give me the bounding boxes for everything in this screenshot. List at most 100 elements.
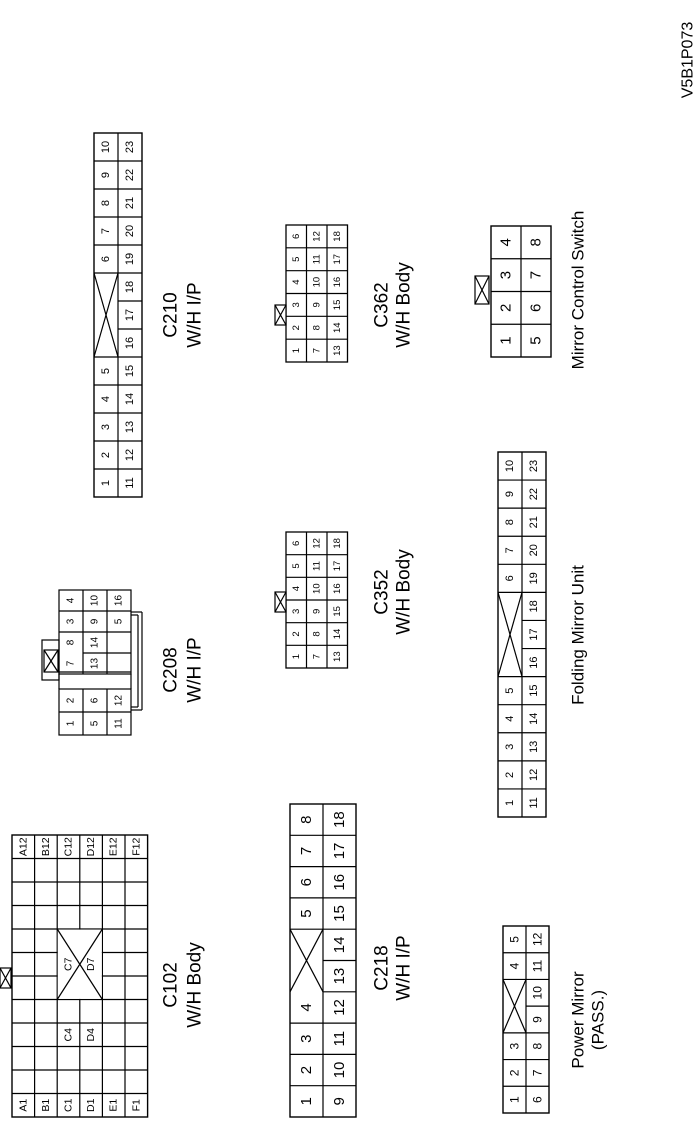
pin-label: 12 [531, 932, 545, 946]
pin-label: 1 [498, 336, 515, 344]
connector-sub-power-mirror: (PASS.) [589, 990, 608, 1050]
pin-label: 1 [298, 1097, 315, 1105]
pin-label: 17 [528, 628, 540, 640]
pin-label: 10 [531, 986, 545, 1000]
pin-label: 1 [504, 800, 516, 806]
pin-label: 4 [498, 238, 515, 246]
pin-label: 3 [291, 609, 302, 614]
pin-label: 14 [90, 637, 101, 649]
pin-label: 11 [331, 1031, 348, 1047]
connector-harness-c362: W/H Body [394, 262, 415, 348]
pin-label: 1 [100, 480, 112, 486]
pin-label: 6 [528, 304, 545, 312]
pin-label: F1 [130, 1099, 142, 1111]
pin-label: 17 [332, 561, 343, 572]
connector-harness-c208: W/H I/P [185, 637, 206, 702]
pin-label: 2 [100, 452, 112, 458]
pin-label: 5 [291, 257, 302, 262]
pin-label: D7 [85, 957, 97, 971]
locking-tab [274, 591, 287, 613]
pin-label: 4 [66, 597, 77, 603]
pin-label: 7 [66, 660, 77, 666]
pin-label: 9 [311, 609, 322, 614]
pin-label: D1 [85, 1098, 97, 1112]
pin-label: 21 [124, 197, 136, 209]
pin-label: 13 [332, 651, 343, 662]
connector-name-c352: C352 [372, 569, 393, 614]
connector-harness-c352: W/H Body [394, 549, 415, 635]
pin-label: 11 [124, 477, 136, 488]
pin-label: C1 [63, 1098, 75, 1112]
pin-label: 8 [298, 815, 315, 823]
pin-label: 19 [124, 253, 136, 265]
pin-label: 16 [114, 595, 125, 607]
pin-label: C4 [63, 1028, 75, 1042]
pin-label: D4 [85, 1028, 97, 1042]
pin-label: 16 [528, 656, 540, 668]
pin-label: 4 [291, 586, 302, 591]
pin-label: 8 [66, 639, 77, 645]
pin-label: 10 [331, 1062, 348, 1079]
pin-label: 18 [332, 231, 343, 242]
blank-cross-power-mirror [502, 979, 527, 1034]
pin-label: 8 [531, 1043, 545, 1050]
pin-label: 6 [90, 697, 101, 703]
connector-name-c362: C362 [372, 282, 393, 327]
pin-label: 14 [124, 393, 136, 405]
pin-label: 12 [311, 538, 322, 549]
pin-label: 13 [331, 968, 348, 985]
pin-label: 17 [331, 843, 348, 860]
pin-label: 1 [291, 348, 302, 353]
locking-tab [274, 304, 287, 326]
pin-label: 6 [531, 1096, 545, 1103]
pin-label: 1 [508, 1096, 522, 1103]
pin-label: 6 [291, 541, 302, 546]
pin-label: 6 [504, 575, 516, 581]
blank-cross-c102 [56, 928, 103, 1000]
pin-label: 5 [528, 336, 545, 344]
blank-cross-c218 [289, 928, 324, 993]
blank-cross-c210 [93, 272, 119, 358]
pin-label: 5 [114, 618, 125, 624]
pin-label: 8 [311, 631, 322, 636]
pin-label: 9 [331, 1097, 348, 1105]
pin-label: B12 [40, 837, 52, 856]
pin-label: 12 [528, 769, 540, 781]
pin-label: D12 [85, 837, 97, 856]
connector-harness-c210: W/H I/P [185, 282, 206, 347]
diagram-id: V5B1P073 [680, 22, 697, 99]
pin-label: 23 [124, 141, 136, 153]
pin-label: 7 [100, 228, 112, 234]
pin-label: 7 [298, 847, 315, 855]
pin-label: 13 [528, 741, 540, 753]
pin-label: 20 [528, 544, 540, 556]
pin-label: 1 [66, 720, 77, 726]
pin-label: C12 [63, 837, 75, 856]
pin-label: 14 [528, 713, 540, 725]
pin-label: 15 [332, 606, 343, 617]
connector-name-c210: C210 [161, 292, 182, 337]
pin-label: 15 [331, 905, 348, 922]
pin-label: 2 [298, 1066, 315, 1074]
locking-tab [474, 275, 490, 305]
pin-label: F12 [130, 838, 142, 856]
pin-label: C7 [63, 957, 75, 971]
pin-label: 16 [124, 337, 136, 349]
pin-label: 2 [498, 304, 515, 312]
pin-label: 3 [100, 424, 112, 430]
pin-label: 13 [332, 345, 343, 356]
pin-label: 3 [66, 618, 77, 624]
pin-label: 10 [311, 277, 322, 288]
connector-name-mirror-switch: Mirror Control Switch [569, 211, 588, 370]
pin-label: 18 [331, 811, 348, 828]
pin-label: 3 [498, 271, 515, 279]
pin-label: E1 [108, 1099, 120, 1112]
pin-label: 8 [100, 200, 112, 206]
pin-label: 16 [332, 583, 343, 594]
locking-tab [0, 967, 12, 989]
pin-label: 11 [311, 561, 322, 571]
pin-label: 3 [508, 1043, 522, 1050]
pin-label: 12 [124, 449, 136, 461]
pin-label: 15 [528, 685, 540, 697]
pin-label: 4 [100, 396, 112, 402]
